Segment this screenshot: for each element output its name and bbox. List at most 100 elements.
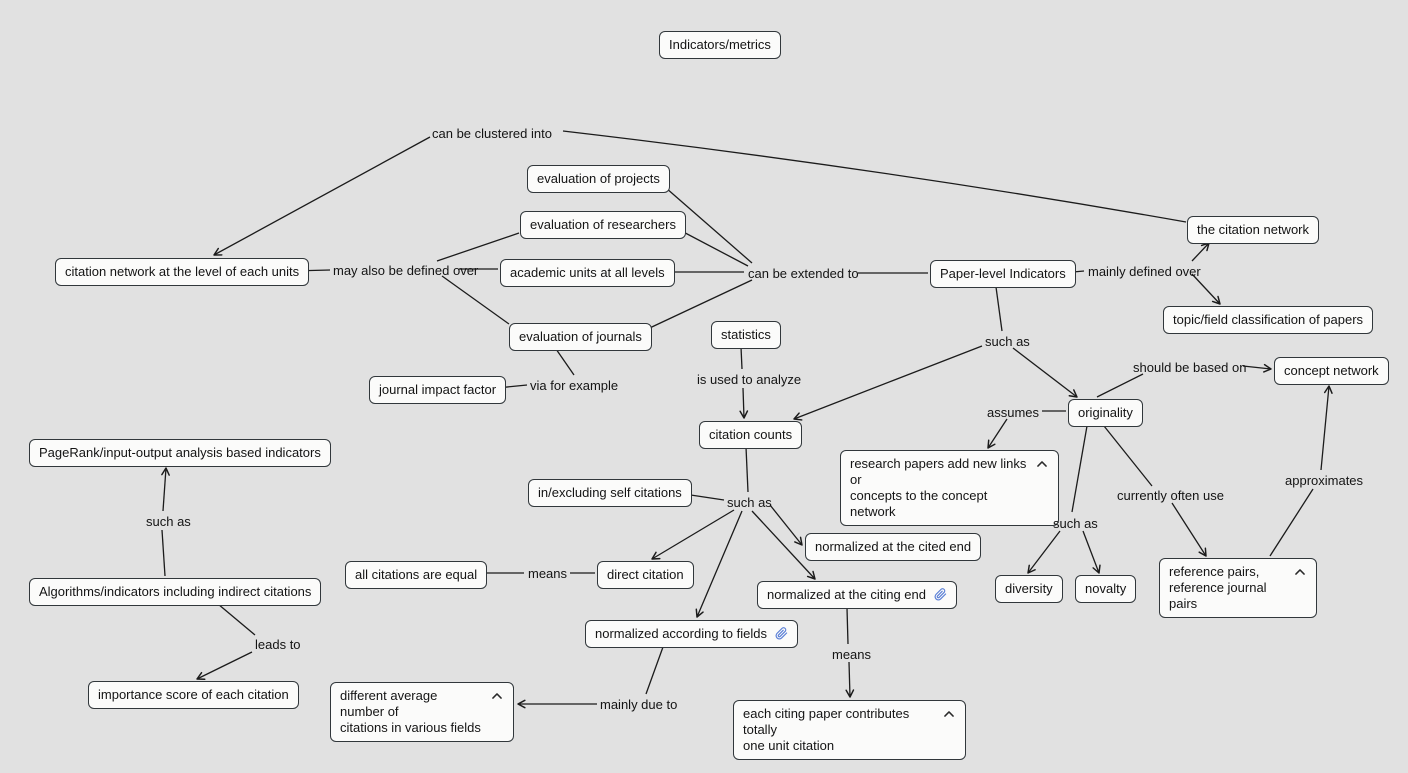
node-label-each-citing-paper: each citing paper contributes totally on… <box>743 706 910 753</box>
edge-such-as-originality--novalty <box>1082 530 1101 574</box>
edge-reference-pairs--approximates <box>1269 488 1314 557</box>
node-label-evaluation-of-researchers: evaluation of researchers <box>530 217 676 232</box>
node-label-statistics: statistics <box>721 327 771 342</box>
link-label-can-be-clustered-into[interactable]: can be clustered into <box>432 126 552 141</box>
node-label-concept-network: concept network <box>1284 363 1379 378</box>
node-citation-counts[interactable]: citation counts <box>699 421 803 449</box>
node-label-journal-impact-factor: journal impact factor <box>379 382 497 397</box>
node-all-citations-equal[interactable]: all citations are equal <box>345 561 488 589</box>
edge-means-citing-end--each-citing-paper <box>845 661 855 698</box>
edge-such-as-algorithms--pagerank-indicators <box>161 467 170 512</box>
edge-citation-counts--such-as-citation-counts <box>745 446 749 493</box>
node-academic-units[interactable]: academic units at all levels <box>500 259 675 287</box>
node-statistics[interactable]: statistics <box>711 321 781 349</box>
node-label-citation-counts: citation counts <box>709 427 793 442</box>
link-label-such-as-paper-level[interactable]: such as <box>985 334 1030 349</box>
node-direct-citation[interactable]: direct citation <box>597 561 694 589</box>
node-in-excluding-self-citations[interactable]: in/excluding self citations <box>528 479 692 507</box>
link-label-may-also-be-defined-over[interactable]: may also be defined over <box>333 263 479 278</box>
node-research-papers-add[interactable]: research papers add new links or concept… <box>840 450 1059 526</box>
link-label-such-as-algorithms[interactable]: such as <box>146 514 191 529</box>
edge-such-as-paper-level--originality <box>1012 347 1078 398</box>
link-label-mainly-defined-over[interactable]: mainly defined over <box>1088 264 1201 279</box>
link-label-means-citing-end[interactable]: means <box>832 647 872 662</box>
link-label-such-as-citation-counts[interactable]: such as <box>727 495 772 510</box>
node-label-importance-score: importance score of each citation <box>98 687 289 702</box>
edge-such-as-originality--diversity <box>1027 530 1061 574</box>
edge-is-used-to-analyze--citation-counts <box>739 387 749 419</box>
node-label-evaluation-of-projects: evaluation of projects <box>537 171 660 186</box>
node-paper-level-indicators[interactable]: Paper-level Indicators <box>930 260 1076 288</box>
node-label-indicators-metrics: Indicators/metrics <box>669 37 771 52</box>
node-concept-network[interactable]: concept network <box>1274 357 1389 385</box>
node-journal-impact-factor[interactable]: journal impact factor <box>369 376 507 404</box>
link-label-via-for-example[interactable]: via for example <box>530 378 619 393</box>
node-label-citation-network-units: citation network at the level of each un… <box>65 264 300 279</box>
paperclip-icon[interactable] <box>775 627 788 640</box>
node-label-the-citation-network: the citation network <box>1197 222 1310 237</box>
node-label-normalized-cited-end: normalized at the cited end <box>815 539 972 554</box>
edge-assumes--research-papers-add <box>987 418 1008 449</box>
node-normalized-cited-end[interactable]: normalized at the cited end <box>805 533 982 561</box>
link-label-is-used-to-analyze[interactable]: is used to analyze <box>697 372 802 387</box>
paperclip-icon[interactable] <box>934 588 947 601</box>
collapse-chevron-icon[interactable] <box>490 689 504 703</box>
node-pagerank-indicators[interactable]: PageRank/input-output analysis based ind… <box>29 439 331 467</box>
node-different-average[interactable]: different average number of citations in… <box>330 682 514 742</box>
node-evaluation-of-journals[interactable]: evaluation of journals <box>509 323 652 351</box>
link-label-should-be-based-on[interactable]: should be based on <box>1133 360 1247 375</box>
node-diversity[interactable]: diversity <box>995 575 1063 603</box>
edge-evaluation-of-journals--via-for-example <box>555 348 575 376</box>
node-label-direct-citation: direct citation <box>607 567 684 582</box>
edge-statistics--is-used-to-analyze <box>740 346 743 370</box>
link-label-such-as-originality[interactable]: such as <box>1053 516 1098 531</box>
link-label-mainly-due-to[interactable]: mainly due to <box>600 697 678 712</box>
edge-can-be-extended-to--evaluation-of-journals <box>638 279 753 335</box>
link-label-approximates[interactable]: approximates <box>1285 473 1364 488</box>
node-evaluation-of-researchers[interactable]: evaluation of researchers <box>520 211 686 239</box>
edge-mainly-defined-over--topic-field-classification <box>1191 273 1221 305</box>
node-novalty[interactable]: novalty <box>1075 575 1137 603</box>
edge-paper-level-indicators--such-as-paper-level <box>995 286 1003 332</box>
node-citation-network-units[interactable]: citation network at the level of each un… <box>55 258 310 286</box>
node-label-normalized-fields: normalized according to fields <box>595 626 767 641</box>
collapse-chevron-icon[interactable] <box>942 707 956 721</box>
node-topic-field-classification[interactable]: topic/field classification of papers <box>1163 306 1374 334</box>
edge-evaluation-of-researchers--may-also-be-defined-over <box>436 232 520 262</box>
link-label-assumes[interactable]: assumes <box>987 405 1040 420</box>
node-normalized-fields[interactable]: normalized according to fields <box>585 620 798 648</box>
node-each-citing-paper[interactable]: each citing paper contributes totally on… <box>733 700 966 760</box>
edge-originality--currently-often-use <box>1103 425 1153 487</box>
node-label-academic-units: academic units at all levels <box>510 265 665 280</box>
node-evaluation-of-projects[interactable]: evaluation of projects <box>527 165 670 193</box>
edge-algorithms-indirect--leads-to <box>217 603 256 636</box>
link-label-currently-often-use[interactable]: currently often use <box>1117 488 1224 503</box>
collapse-chevron-icon[interactable] <box>1293 565 1307 579</box>
node-the-citation-network[interactable]: the citation network <box>1187 216 1320 244</box>
link-label-means-direct-citation[interactable]: means <box>528 566 568 581</box>
edge-normalized-citing-end--means-citing-end <box>846 607 849 645</box>
node-label-paper-level-indicators: Paper-level Indicators <box>940 266 1066 281</box>
node-normalized-citing-end[interactable]: normalized at the citing end <box>757 581 957 609</box>
node-indicators-metrics[interactable]: Indicators/metrics <box>659 31 781 59</box>
collapse-chevron-icon[interactable] <box>1035 457 1049 471</box>
node-label-topic-field-classification: topic/field classification of papers <box>1173 312 1364 327</box>
node-algorithms-indirect[interactable]: Algorithms/indicators including indirect… <box>29 578 322 606</box>
link-label-can-be-extended-to[interactable]: can be extended to <box>748 266 859 281</box>
edge-such-as-citation-counts--direct-citation <box>651 509 735 560</box>
edge-can-be-extended-to--evaluation-of-projects <box>657 180 753 264</box>
node-label-normalized-citing-end: normalized at the citing end <box>767 587 926 602</box>
node-originality[interactable]: originality <box>1068 399 1143 427</box>
link-label-leads-to[interactable]: leads to <box>255 637 301 652</box>
node-label-diversity: diversity <box>1005 581 1053 596</box>
edge-evaluation-of-journals--may-also-be-defined-over <box>441 275 510 325</box>
node-reference-pairs[interactable]: reference pairs, reference journal pairs <box>1159 558 1317 618</box>
node-label-algorithms-indirect: Algorithms/indicators including indirect… <box>39 584 312 599</box>
edge-leads-to--importance-score <box>196 651 253 680</box>
edge-currently-often-use--reference-pairs <box>1171 502 1207 557</box>
edge-should-be-based-on--concept-network <box>1242 363 1272 373</box>
node-label-research-papers-add: research papers add new links or concept… <box>850 456 1027 519</box>
node-importance-score[interactable]: importance score of each citation <box>88 681 299 709</box>
